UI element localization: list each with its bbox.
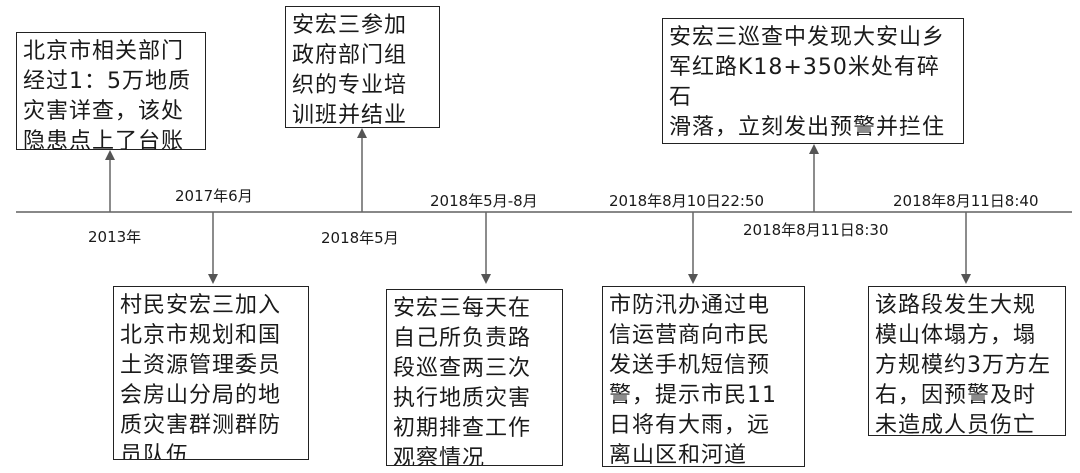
date-label-2018-5: 2018年5月 [321,229,399,247]
date-label-2018-8-11-0840: 2018年8月11日8:40 [893,192,1039,210]
event-box-2018-8-11-0840: 该路段发生大规 模山体塌方，塌 方规模约3万方左 右，因预警及时 未造成人员伤亡 [868,286,1066,436]
event-box-2013: 北京市相关部门 经过1：5万地质 灾害详查，该处 隐患点上了台账 [16,32,206,150]
date-label-2018-5-8: 2018年5月-8月 [430,192,538,210]
date-label-2018-8-11-0830: 2018年8月11日8:30 [743,221,889,239]
event-box-2018-5-8: 安宏三每天在 自己所负责路 段巡查两三次 执行地质灾害 初期排查工作 观察情况 [386,289,563,466]
event-box-2018-5: 安宏三参加 政府部门组 织的专业培 训班并结业 [285,6,440,128]
event-box-2017-6: 村民安宏三加入 北京市规划和国 土资源管理委员 会房山分局的地 质灾害群测群防 … [113,286,309,460]
event-box-2018-8-10: 市防汛办通过电 信运营商向市民 发送手机短信预 警，提示市民11 日将有大雨，远… [602,286,805,467]
event-box-2018-8-11-0830: 安宏三巡查中发现大安山乡 军红路K18+350米处有碎石 滑落，立刻发出预警并拦… [662,18,964,144]
date-label-2018-8-10: 2018年8月10日22:50 [609,192,765,210]
date-label-2013: 2013年 [88,228,142,246]
date-label-2017-6: 2017年6月 [175,187,253,205]
